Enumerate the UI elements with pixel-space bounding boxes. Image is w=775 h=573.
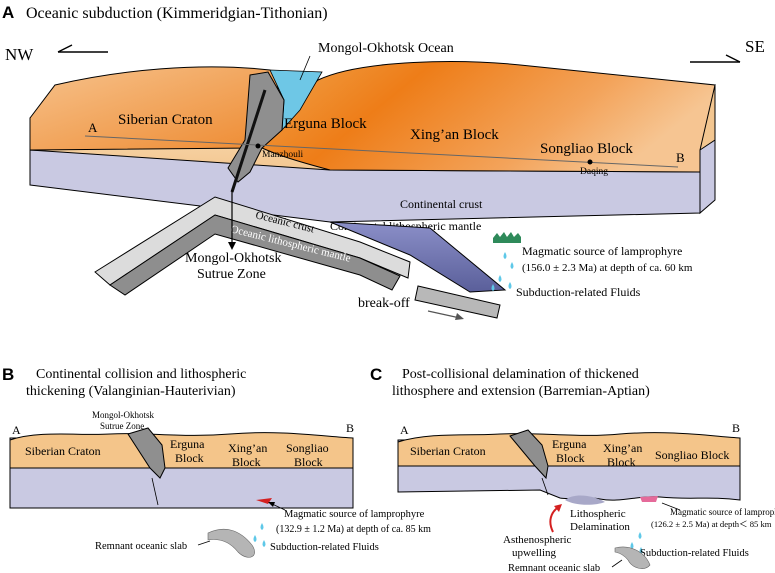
b-fluid-drops-icon — [253, 523, 266, 547]
arrow-left-icon — [57, 44, 108, 53]
b-point-b: B — [346, 421, 354, 435]
b-xingan-2: Block — [232, 455, 261, 469]
manzhouli-label: Manzhouli — [262, 150, 304, 160]
b-songliao-1: Songliao — [286, 441, 329, 455]
suture-label-1: Mongol-Okhotsk — [185, 251, 281, 266]
c-magma-line2: (126.2 ± 2.5 Ma) at depth＜ 85 km — [651, 519, 772, 529]
ocean-label: Mongol-Okhotsk Ocean — [318, 41, 454, 56]
c-upwelling-arrow-icon — [549, 504, 562, 533]
c-songliao-label: Songliao Block — [655, 448, 729, 462]
c-fluids-label: Subduction-related Fluids — [640, 548, 749, 559]
panel-c-letter: C — [370, 365, 382, 384]
fluids-a-label: Subduction-related Fluids — [516, 285, 641, 299]
xingan-block-label: Xing’an Block — [410, 127, 499, 143]
c-delamination-blob — [565, 495, 605, 505]
direction-se-label: SE — [745, 37, 765, 56]
panel-b-title-2: thickening (Valanginian-Hauterivian) — [26, 384, 236, 399]
panel-c-title-2: lithosphere and extension (Barremian-Apt… — [392, 384, 650, 399]
b-songliao-2: Block — [294, 455, 323, 469]
b-xingan-1: Xing’an — [228, 441, 267, 455]
daqing-label: Daqing — [580, 167, 608, 177]
magma-source-icon — [493, 232, 521, 243]
panel-a: A Oceanic subduction (Kimmeridgian-Titho… — [2, 3, 765, 320]
b-magma-icon — [256, 498, 272, 504]
arrow-down-icon — [228, 242, 236, 250]
siberian-craton-surface — [29, 66, 280, 151]
c-point-b: B — [732, 421, 740, 435]
c-magma-icon — [640, 496, 658, 502]
b-point-a: A — [12, 423, 21, 437]
c-crust-layer — [397, 432, 741, 467]
c-astheno-2: upwelling — [512, 547, 556, 559]
c-xingan-2: Block — [607, 455, 636, 469]
b-fluids-label: Subduction-related Fluids — [270, 542, 379, 553]
panel-a-letter: A — [2, 3, 14, 22]
breakoff-label: break-off — [358, 296, 410, 311]
panel-c-title-1: Post-collisional delamination of thicken… — [402, 367, 639, 382]
c-remnant-slab — [614, 546, 651, 569]
section-point-a: A — [88, 120, 98, 135]
b-suture-wedge — [127, 427, 166, 479]
panel-b-title-1: Continental collision and lithospheric — [36, 367, 246, 382]
b-remnant-slab — [207, 529, 255, 558]
b-crust-layer — [9, 432, 354, 469]
c-remnant-label: Remnant oceanic slab — [508, 563, 600, 573]
subducting-slab-mantle — [329, 221, 507, 293]
b-suture-label-1: Mongol-Okhotsk — [92, 410, 155, 420]
c-delam-1: Lithospheric — [570, 508, 626, 520]
c-xingan-1: Xing’an — [603, 441, 642, 455]
arrow-right-icon — [690, 54, 741, 63]
oceanic-mantle-plate — [109, 214, 401, 296]
b-remnant-label: Remnant oceanic slab — [95, 541, 187, 552]
b-erguna-2: Block — [175, 451, 204, 465]
b-magma-arrow-icon — [268, 502, 286, 511]
continental-crust-label: Continental crust — [400, 197, 483, 211]
magma-a-line2: (156.0 ± 2.3 Ma) at depth of ca. 60 km — [522, 262, 693, 274]
section-point-b: B — [676, 150, 685, 165]
direction-nw-label: NW — [5, 45, 34, 64]
b-magma-line1: Magmatic source of lamprophyre — [284, 509, 425, 520]
c-suture-wedge — [509, 429, 549, 480]
b-erguna-1: Erguna — [170, 437, 205, 451]
c-erguna-2: Block — [556, 451, 585, 465]
c-astheno-1: Asthenospheric — [503, 534, 572, 546]
manzhouli-dot — [255, 143, 261, 149]
broken-slab-segment — [414, 285, 501, 319]
c-point-a: A — [400, 423, 409, 437]
panel-c: C Post-collisional delamination of thick… — [370, 365, 775, 573]
c-delam-2: Delamination — [570, 521, 630, 533]
suture-label-2: Sutrue Zone — [197, 267, 266, 282]
c-siberian-label: Siberian Craton — [410, 444, 486, 458]
songliao-block-label: Songliao Block — [540, 141, 633, 157]
b-siberian-label: Siberian Craton — [25, 444, 101, 458]
magma-a-line1: Magmatic source of lamprophyre — [522, 244, 682, 258]
c-erguna-1: Erguna — [552, 437, 587, 451]
panel-b: B Continental collision and lithospheric… — [2, 365, 431, 558]
b-magma-line2: (132.9 ± 1.2 Ma) at depth of ca. 85 km — [276, 524, 431, 535]
suture-zone — [227, 71, 285, 183]
arrow-breakoff-icon — [427, 310, 464, 320]
siberian-craton-label: Siberian Craton — [118, 112, 213, 128]
b-suture-label-2: Sutrue Zone — [100, 421, 144, 431]
panel-a-title: Oceanic subduction (Kimmeridgian-Tithoni… — [26, 5, 328, 22]
panel-b-letter: B — [2, 365, 14, 384]
fluid-drops-icon — [491, 252, 514, 291]
erguna-block-label: Erguna Block — [284, 116, 367, 132]
daqing-dot — [587, 159, 593, 165]
c-magma-line1: Magmatic source of lamprophyre — [670, 507, 775, 517]
